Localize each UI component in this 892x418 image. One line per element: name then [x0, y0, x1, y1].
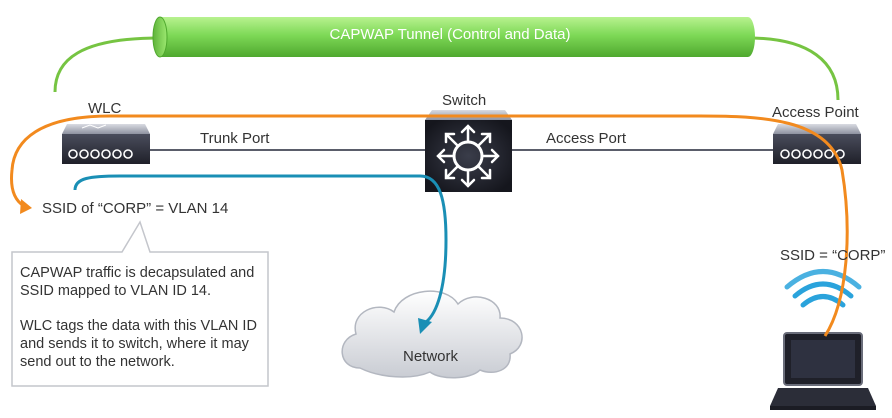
ssid-client-label: SSID = “CORP” — [780, 247, 886, 264]
blue-flow-path — [73, 174, 448, 324]
trunk-port-label: Trunk Port — [200, 130, 270, 147]
tunnel-arc-left — [53, 36, 161, 93]
capwap-tunnel — [152, 16, 755, 58]
wifi-icon — [784, 269, 862, 308]
switch-device — [425, 110, 512, 192]
orange-flow-arrowhead — [20, 199, 32, 214]
wlc-label: WLC — [88, 100, 122, 117]
tunnel-label: CAPWAP Tunnel (Control and Data) — [329, 26, 571, 43]
network-cloud — [341, 290, 523, 379]
callout-text: CAPWAP traffic is decapsulated and SSID … — [20, 264, 268, 388]
access-port-label: Access Port — [546, 130, 627, 147]
callout-paragraph-1: CAPWAP traffic is decapsulated and SSID … — [20, 265, 255, 299]
orange-flow-path — [10, 114, 849, 337]
access-point-label: Access Point — [772, 104, 859, 121]
tunnel-arc-right — [747, 36, 840, 101]
ssid-vlan-mapping: SSID of “CORP” = VLAN 14 — [42, 200, 229, 217]
laptop-icon — [770, 332, 876, 410]
callout-paragraph-2: WLC tags the data with this VLAN ID and … — [20, 318, 257, 370]
wlc-device — [62, 124, 150, 164]
switch-label: Switch — [442, 92, 487, 109]
network-label: Network — [403, 348, 459, 365]
access-point-device — [773, 124, 861, 164]
blue-flow-arrowhead — [418, 318, 432, 334]
callout-box — [11, 220, 269, 387]
